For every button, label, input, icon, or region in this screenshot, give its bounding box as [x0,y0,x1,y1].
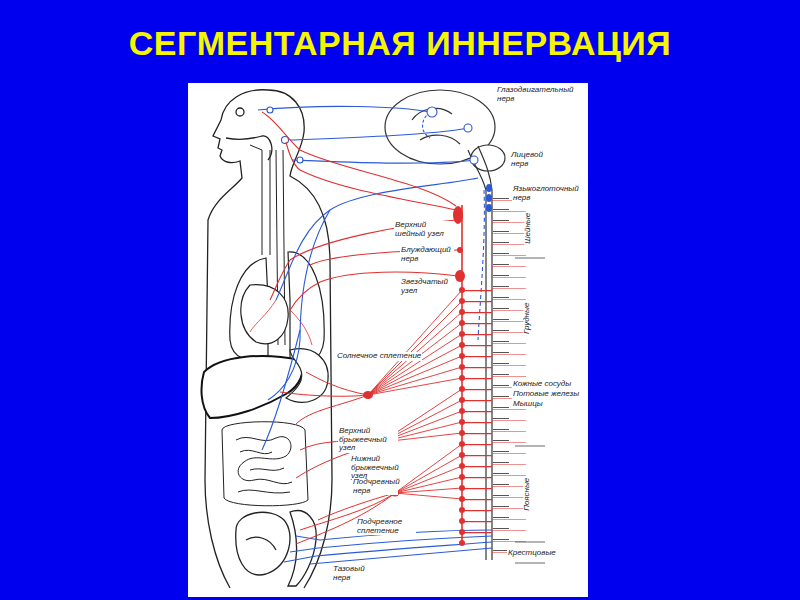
chain-ganglia [459,290,465,545]
nerve-label: Тазовый нерв [332,565,374,582]
ganglion-label: Нижний брыжеечный узел [350,455,410,481]
nerve-label: Лицевой нерв [510,151,556,168]
nerve-label: Языкоглоточный нерв [512,185,584,202]
plexus-label: Подчревное сплетение [356,518,416,535]
pelvic-organs [236,511,316,586]
cranial-ganglia [267,107,478,164]
liver [202,356,303,418]
brainstem [468,146,492,190]
cranial-exits [486,184,492,212]
plexus-label: Солнечное сплетение [336,352,422,361]
target-label: Мышцы [512,400,544,409]
cervical-ganglia [453,206,465,282]
rami-communicantes [462,290,492,540]
nerve-label: Подчревный нерв [352,478,398,495]
nerve-label: Блуждающий нерв [400,246,454,263]
stomach [286,349,328,403]
spinal-cord [486,190,492,560]
body-outline [205,90,332,588]
sympathetic-head [262,112,460,310]
slide-title: СЕГМЕНТАРНАЯ ИННЕРВАЦИЯ [0,24,800,63]
thoracic-branches [250,300,312,345]
region-label: Поясные [524,476,533,511]
target-label: Потовые железы [512,390,580,399]
lungs [230,252,324,363]
brain [385,90,505,171]
image-panel [188,83,588,597]
region-separators [515,258,545,563]
target-label: Кожные сосуды [512,380,572,389]
cranial-parasympathetic [258,106,484,450]
sympathetic-chain [461,205,463,545]
heart [241,285,288,344]
segment-ticks [493,198,509,556]
intestines [222,422,308,506]
ganglion-label: Верхний брыжеечный узел [338,427,398,453]
region-label: Крестцовые [507,549,557,558]
ganglion-label: Звездчатый узел [400,278,454,295]
nerve-label: Глазодвигательный нерв [496,86,580,103]
region-label: Шейные [524,212,533,245]
region-label: Грудные [524,301,533,334]
ganglion-label: Верхний шейный узел [394,221,452,238]
